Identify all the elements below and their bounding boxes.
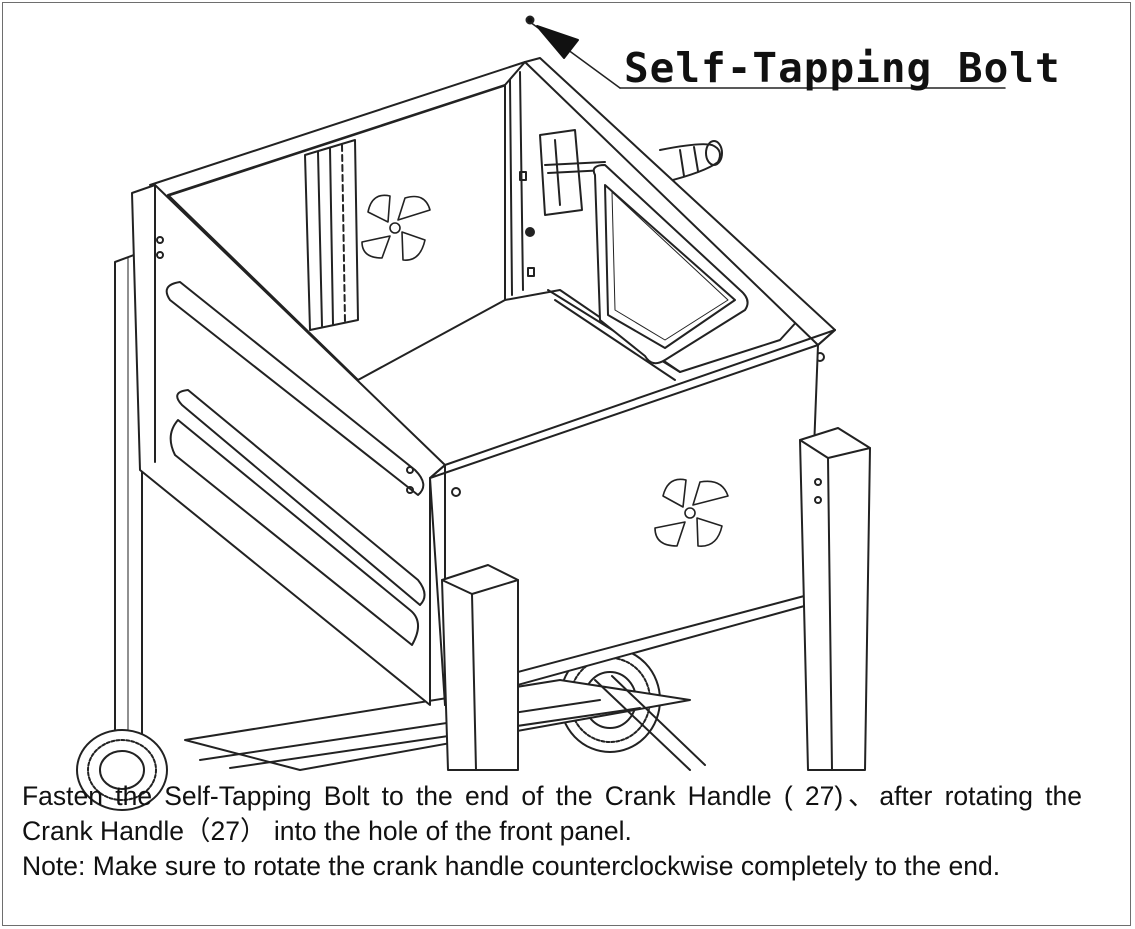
step-instruction: Fasten the Self-Tapping Bolt to the end … — [22, 781, 1082, 846]
left-wheel — [76, 729, 168, 811]
instruction-text: Fasten the Self-Tapping Bolt to the end … — [22, 779, 1082, 884]
bottom-frame — [184, 675, 706, 771]
front-right-leg — [799, 427, 871, 771]
front-panel-fan-emblem — [654, 478, 729, 547]
side-window-frame — [592, 164, 749, 365]
crank-handle-knob — [659, 140, 723, 183]
note-instruction: Note: Make sure to rotate the crank hand… — [22, 851, 1001, 881]
callout-leader — [525, 15, 1006, 89]
self-tapping-bolt-label: Self-Tapping Bolt — [624, 44, 1061, 92]
left-lift-track — [304, 139, 359, 331]
back-panel-fan-emblem — [361, 194, 431, 261]
front-left-leg — [441, 564, 519, 771]
